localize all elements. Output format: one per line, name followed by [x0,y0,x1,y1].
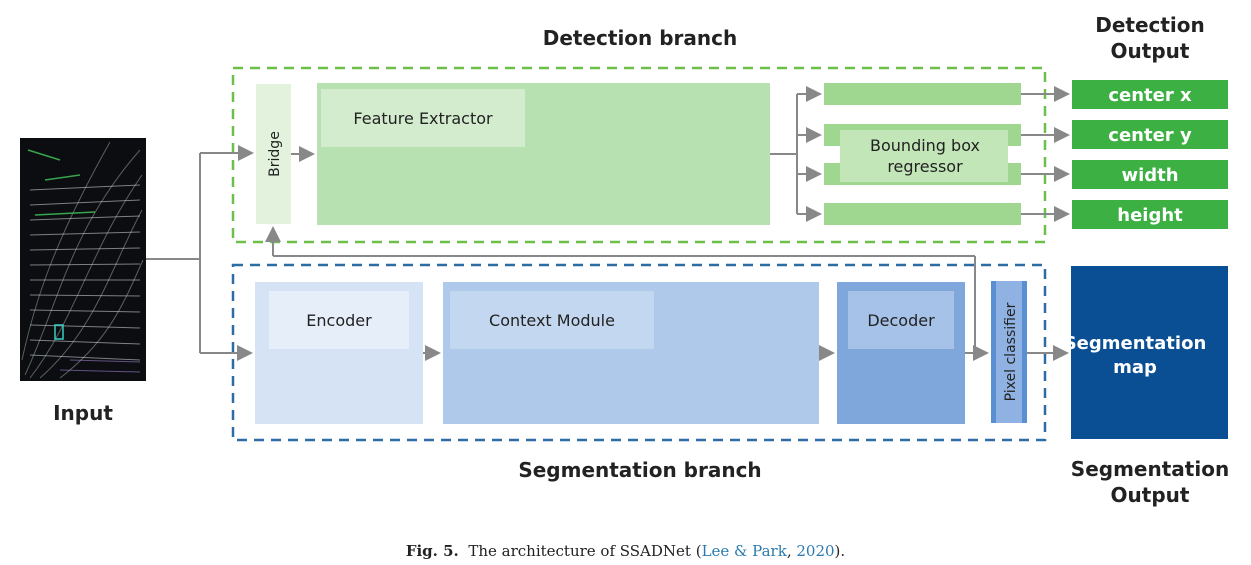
input-label: Input [53,401,113,425]
caption-end: ). [834,542,846,560]
output-center-x [1072,80,1228,109]
bbox-regressor-label-2: regressor [887,157,963,176]
bbox-regressor-label-1: Bounding box [870,136,980,155]
head-bar-1 [824,83,1021,105]
decoder-label-box [848,291,954,349]
detection-branch-label: Detection branch [543,26,738,50]
context-module-label: Context Module [489,311,615,330]
output-width [1072,160,1228,189]
caption-comma: , [786,542,797,560]
output-width-label: width [1121,165,1178,186]
caption-fig-label: Fig. 5. [405,542,459,560]
input-image [20,138,146,381]
context-module-label-box [450,291,654,349]
segmentation-map-label-1: Segmentation [1064,333,1207,354]
segmentation-map-block [1071,266,1228,439]
output-center-y-label: center y [1108,125,1192,146]
output-height-label: height [1117,205,1183,226]
feature-extractor-label: Feature Extractor [353,109,493,128]
segmentation-branch-label: Segmentation branch [518,458,761,482]
connectors [146,86,1070,361]
output-height [1072,200,1228,229]
head-bar-4 [824,203,1021,225]
figure-caption: Fig. 5. The architecture of SSADNet (Lee… [0,542,1251,560]
caption-author-link[interactable]: Lee & Park [701,542,787,560]
detection-output-label-1: Detection [1095,13,1205,37]
pixel-classifier-label: Pixel classifier [1003,302,1019,401]
caption-text: The architecture of SSADNet ( [468,542,702,560]
segmentation-output-label-1: Segmentation [1071,457,1229,481]
encoder-label: Encoder [306,311,372,330]
bbox-regressor-box [840,130,1008,182]
caption-year-link[interactable]: 2020 [796,542,835,560]
segmentation-map-label-2: map [1113,357,1157,378]
output-center-y [1072,120,1228,149]
detection-output-label-2: Output [1111,39,1190,63]
output-center-x-label: center x [1108,85,1192,106]
feature-extractor-label-box [321,89,525,147]
bridge-block [256,84,291,224]
decoder-label: Decoder [867,311,935,330]
encoder-label-box [269,291,409,349]
bridge-label: Bridge [267,131,283,177]
pixel-classifier-inner [996,281,1022,423]
segmentation-output-label-2: Output [1111,483,1190,507]
